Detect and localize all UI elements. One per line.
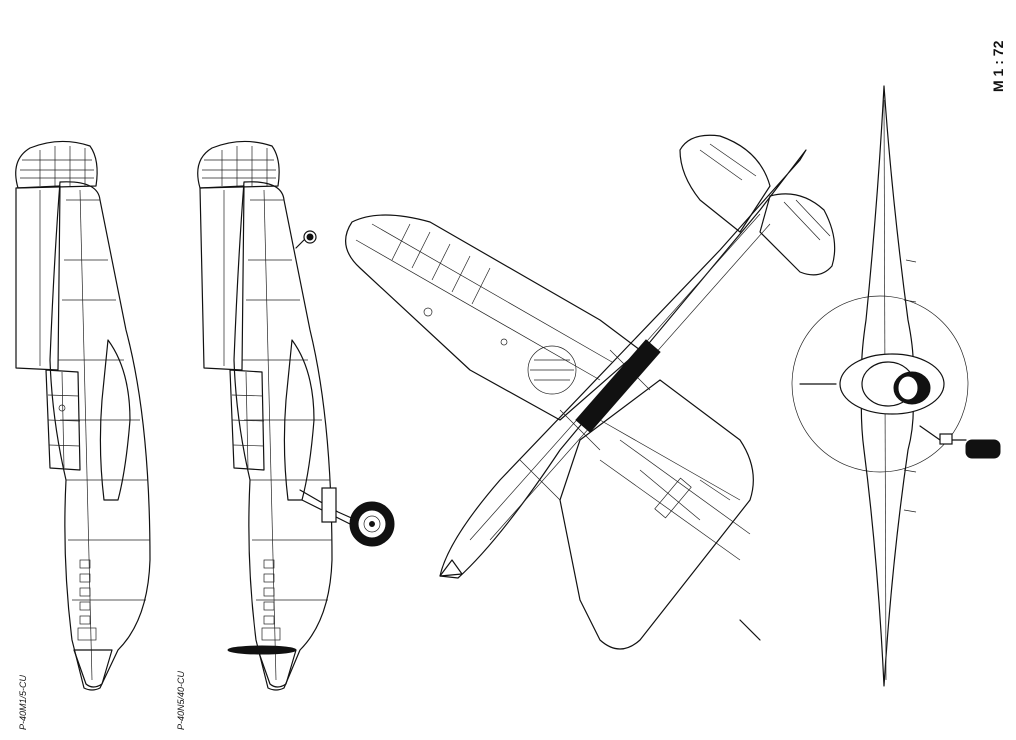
side-view-p40m	[15, 140, 151, 691]
front-view	[791, 85, 1001, 687]
scale-label: M 1 : 72	[990, 40, 1006, 92]
side-view-p40n	[197, 140, 395, 691]
view-label-p40n: P-40N5/40-CU	[176, 670, 186, 730]
plan-view	[345, 134, 836, 650]
view-label-p40m: P-40M1/5-CU	[18, 674, 28, 730]
